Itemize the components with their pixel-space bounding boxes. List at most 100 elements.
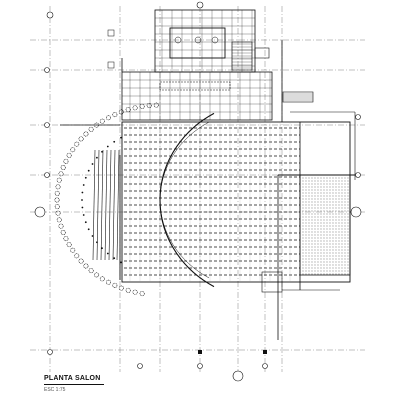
hatch-dot [344, 231, 346, 233]
hatch-dot [308, 249, 310, 251]
hatch-dot [302, 231, 304, 233]
hatch-dot [338, 243, 340, 245]
hatch-dot [305, 228, 307, 230]
hatch-dot [311, 195, 313, 197]
hatch-dot [344, 261, 346, 263]
hatch-dot [338, 270, 340, 272]
hatch-dot [338, 273, 340, 275]
hatch-dot [329, 249, 331, 251]
hatch-dot [323, 177, 325, 179]
grid-axis-lines [30, 6, 365, 372]
hatch-dot [335, 249, 337, 251]
hatch-dot [323, 246, 325, 248]
hatch-dot [332, 207, 334, 209]
shrub-symbol [74, 253, 80, 259]
hatch-dot [314, 186, 316, 188]
axis-bubble [44, 172, 50, 178]
hatch-dot [323, 273, 325, 275]
hatch-dot [329, 246, 331, 248]
planting-dot [120, 136, 122, 139]
hatch-dot [341, 255, 343, 257]
hatch-dot [329, 264, 331, 266]
hatch-dot [302, 213, 304, 215]
hatch-dot [320, 240, 322, 242]
hatch-dot [305, 264, 307, 266]
hatch-dot [314, 219, 316, 221]
hatch-dot [332, 240, 334, 242]
hatch-dot [323, 267, 325, 269]
shrub-symbol [118, 285, 124, 291]
planting-dot [87, 169, 90, 172]
hatch-dot [323, 198, 325, 200]
hatch-dot [344, 237, 346, 239]
planting-dot [82, 184, 85, 186]
hatch-dot [302, 258, 304, 260]
hatch-dot [344, 204, 346, 206]
hatch-dot [344, 198, 346, 200]
shrub-symbol [139, 103, 145, 109]
hatch-dot [311, 261, 313, 263]
hatch-dot [335, 273, 337, 275]
hatch-dot [347, 183, 349, 185]
hatch-dot [305, 210, 307, 212]
hatch-dot [317, 201, 319, 203]
hatch-dot [317, 234, 319, 236]
hatch-dot [320, 201, 322, 203]
hatch-dot [308, 237, 310, 239]
hatch-dot [341, 216, 343, 218]
hatch-dot [308, 240, 310, 242]
hatch-dot [314, 192, 316, 194]
hatch-dot [320, 192, 322, 194]
hatch-dot [347, 195, 349, 197]
hatch-dot [329, 225, 331, 227]
hatch-dot [314, 213, 316, 215]
hatch-dot [332, 222, 334, 224]
hatch-dot [341, 180, 343, 182]
hatch-dot [341, 258, 343, 260]
hatch-dot [302, 270, 304, 272]
hatch-dot [320, 252, 322, 254]
shrub-symbol [60, 230, 66, 236]
hatch-dot [317, 213, 319, 215]
hatch-dot [326, 252, 328, 254]
hatch-dot [323, 204, 325, 206]
hatch-dot [311, 213, 313, 215]
hatch-dot [314, 183, 316, 185]
hatch-dot [329, 189, 331, 191]
hatch-dot [311, 189, 313, 191]
hatch-dot [341, 246, 343, 248]
hatch-dot [323, 201, 325, 203]
hatch-dot [329, 222, 331, 224]
hatch-dot [332, 249, 334, 251]
hatch-dot [317, 189, 319, 191]
hatch-dot [341, 243, 343, 245]
axis-bubble [34, 206, 46, 218]
hatch-dot [335, 246, 337, 248]
shrub-symbol [56, 217, 62, 223]
hatch-dot [317, 264, 319, 266]
hatch-dot [323, 189, 325, 191]
hatch-dot [332, 177, 334, 179]
hatch-dot [314, 252, 316, 254]
hatch-dot [320, 264, 322, 266]
hatch-dot [320, 273, 322, 275]
hatch-dot [332, 273, 334, 275]
hatch-dot [329, 240, 331, 242]
hatch-dot [305, 252, 307, 254]
hatch-dot [317, 219, 319, 221]
hatch-dot [338, 189, 340, 191]
shrub-symbol [54, 204, 60, 210]
hatch-dot [305, 198, 307, 200]
hatch-dot [326, 195, 328, 197]
hatch-dot [308, 273, 310, 275]
hatch-dot [335, 264, 337, 266]
hatch-dot [311, 198, 313, 200]
hatch-dot [302, 180, 304, 182]
hatch-dot [305, 213, 307, 215]
axis-bubble [137, 363, 143, 369]
hatch-dot [341, 273, 343, 275]
hatch-dot [332, 258, 334, 260]
hatch-dot [332, 219, 334, 221]
hatch-dot [335, 198, 337, 200]
small-marker [107, 29, 115, 37]
